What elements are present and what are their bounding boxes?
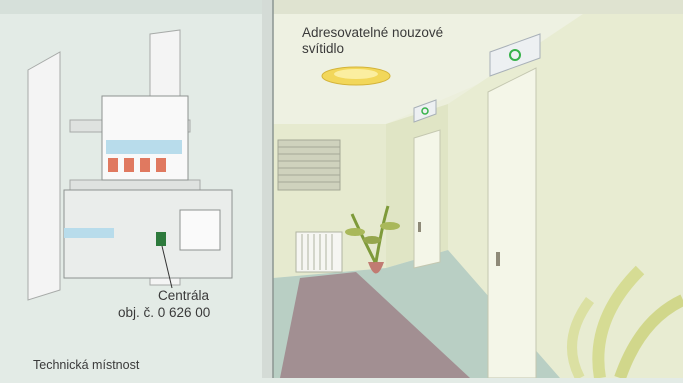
- window: [278, 140, 340, 190]
- partition-wall: [262, 0, 273, 378]
- emergency-light-icon: [322, 67, 390, 85]
- emergency-light-label: Adresovatelné nouzové svítidlo: [302, 25, 472, 57]
- door-far: [414, 130, 440, 268]
- door-near: [488, 68, 536, 378]
- tech-room-label: Technická místnost: [33, 357, 139, 373]
- central-order-label: obj. č. 0 626 00: [118, 305, 210, 321]
- radiator-icon: [296, 232, 342, 272]
- central-name-label: Centrála: [158, 288, 209, 304]
